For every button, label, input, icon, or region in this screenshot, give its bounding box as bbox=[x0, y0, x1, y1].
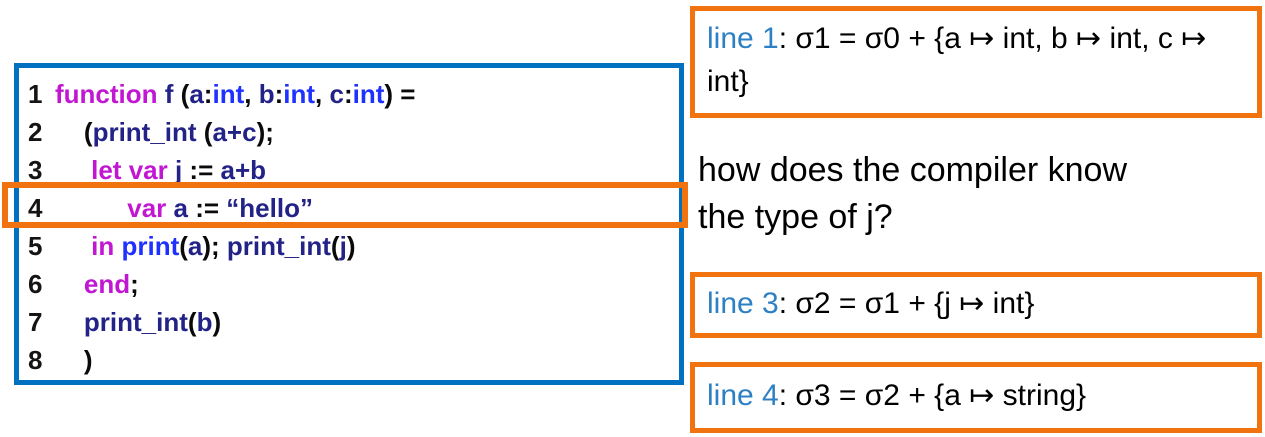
line-number: 5 bbox=[28, 230, 43, 261]
line-3-formula: : σ2 = σ1 + {j ↦ int} bbox=[778, 286, 1035, 320]
code-segment: : bbox=[274, 78, 284, 109]
line-4-formula: : σ3 = σ2 + {a ↦ string} bbox=[778, 379, 1087, 413]
code-segment bbox=[55, 269, 84, 300]
line-number: 8 bbox=[28, 344, 43, 375]
code-segment: end bbox=[83, 268, 131, 299]
code-segment: := bbox=[189, 154, 221, 185]
code-segment: ( bbox=[330, 230, 340, 261]
code-segment: , bbox=[244, 78, 259, 109]
code-segment: int bbox=[212, 78, 245, 109]
annotation-box-line4: line 4: σ3 = σ2 + {a ↦ string} bbox=[690, 362, 1262, 433]
line-1-label: line 1 bbox=[707, 22, 779, 56]
question-text: how does the compiler know the type of j… bbox=[698, 151, 1128, 236]
code-segment: : bbox=[203, 78, 213, 109]
line-number: 2 bbox=[28, 116, 43, 147]
code-segment: a bbox=[189, 78, 204, 109]
code-line-2: 2 (print_int (a+c); bbox=[28, 113, 679, 151]
code-segment: ) bbox=[55, 344, 93, 375]
code-segment: function bbox=[55, 78, 165, 109]
line-number: 6 bbox=[28, 268, 43, 299]
code-segment: print bbox=[121, 230, 180, 261]
code-segment: b bbox=[196, 306, 213, 337]
code-segment: in bbox=[91, 230, 122, 261]
code-segment: ; bbox=[130, 268, 139, 299]
line-4-highlight-box bbox=[2, 182, 688, 228]
code-segment: a+b bbox=[220, 154, 267, 185]
code-segment: ); bbox=[256, 116, 274, 147]
code-segment: int bbox=[352, 78, 385, 109]
code-segment: print_int bbox=[92, 116, 204, 147]
annotation-box-line3: line 3: σ2 = σ1 + {j ↦ int} bbox=[690, 272, 1262, 338]
line-number: 4 bbox=[28, 192, 43, 223]
code-segment: ( bbox=[180, 78, 190, 109]
code-segment: var bbox=[127, 192, 174, 223]
code-line-7: 7 print_int(b) bbox=[28, 303, 679, 341]
code-segment: b bbox=[258, 78, 275, 109]
code-segment: : bbox=[343, 78, 353, 109]
code-segment: ( bbox=[187, 306, 197, 337]
code-segment: a+c bbox=[212, 116, 257, 147]
code-segment: ( bbox=[55, 116, 93, 147]
line-1-formula: : σ1 = σ0 + {a ↦ int, b ↦ int, c ↦ int} bbox=[707, 22, 1207, 98]
code-segment: , bbox=[315, 78, 330, 109]
code-segment bbox=[55, 307, 84, 338]
code-segment: := bbox=[195, 192, 227, 223]
code-line-5: 5 in print(a); print_int(j) bbox=[28, 227, 679, 265]
code-segment: j bbox=[174, 154, 190, 185]
code-segment bbox=[55, 155, 91, 186]
code-segment bbox=[55, 231, 91, 262]
code-segment: a bbox=[173, 192, 196, 223]
code-segment: f bbox=[164, 78, 181, 109]
code-segment: c bbox=[329, 78, 344, 109]
code-segment: ) bbox=[346, 230, 356, 261]
annotation-box-line1: line 1: σ1 = σ0 + {a ↦ int, b ↦ int, c ↦… bbox=[690, 6, 1262, 118]
code-segment: int bbox=[283, 78, 316, 109]
code-segment: a bbox=[187, 230, 203, 261]
code-segment: ) = bbox=[384, 78, 416, 109]
code-segment: print_int bbox=[226, 230, 331, 261]
code-segment: ); bbox=[202, 230, 227, 261]
code-segment: ) bbox=[212, 306, 222, 337]
line-number: 3 bbox=[28, 154, 43, 185]
code-segment: let var bbox=[91, 154, 175, 185]
code-line-8: 8 ) bbox=[28, 341, 679, 379]
code-segment: print_int bbox=[83, 306, 188, 337]
code-segment: “hello” bbox=[226, 192, 313, 223]
line-3-label: line 3 bbox=[707, 286, 779, 320]
code-segment: ( bbox=[179, 230, 188, 261]
line-number: 1 bbox=[28, 78, 43, 109]
line-4-label: line 4 bbox=[707, 379, 779, 413]
code-segment: ( bbox=[203, 116, 213, 147]
line-number: 7 bbox=[28, 306, 43, 337]
code-line-3: 3 let var j := a+b bbox=[28, 151, 679, 189]
code-segment: j bbox=[339, 230, 347, 261]
code-line-4: 4 var a := “hello” bbox=[28, 189, 679, 227]
code-line-6: 6 end; bbox=[28, 265, 679, 303]
